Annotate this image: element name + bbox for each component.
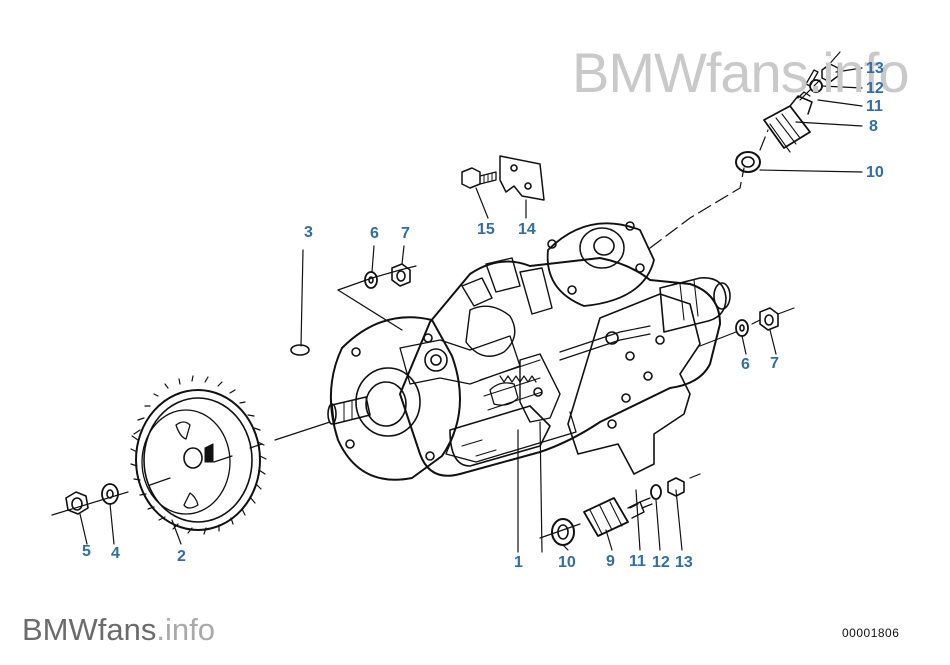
- callout-7-right[interactable]: 7: [770, 355, 779, 372]
- callout-11-lower[interactable]: 11: [629, 553, 646, 570]
- callout-6-left[interactable]: 6: [370, 225, 379, 242]
- shaft-nut: [65, 491, 89, 515]
- callout-11-upper[interactable]: 11: [866, 98, 883, 115]
- watermark-bottom-suffix: .info: [156, 612, 215, 647]
- lower-washer: [551, 518, 575, 546]
- mounting-plate: [499, 155, 545, 201]
- callout-3[interactable]: 3: [304, 224, 313, 241]
- callout-14[interactable]: 14: [518, 221, 536, 238]
- callout-13-upper[interactable]: 13: [866, 60, 884, 77]
- callout-12-upper[interactable]: 12: [866, 80, 884, 97]
- callout-12-lower[interactable]: 12: [652, 554, 670, 571]
- callout-4[interactable]: 4: [111, 545, 120, 562]
- leader-lines: [79, 67, 863, 553]
- bolt: [461, 167, 497, 189]
- callout-8[interactable]: 8: [869, 118, 878, 135]
- callout-2[interactable]: 2: [177, 548, 186, 565]
- lower-valve: [583, 497, 645, 537]
- callout-13-lower[interactable]: 13: [675, 554, 693, 571]
- watermark-top-suffix: .info: [807, 41, 910, 104]
- callout-9[interactable]: 9: [606, 553, 615, 570]
- watermark-bottom: BMWfans.info: [22, 612, 215, 648]
- nut-7-left: [391, 263, 411, 287]
- watermark-top-brand: BMWfans: [572, 41, 809, 104]
- watermark-bottom-brand: BMWfans: [22, 612, 157, 647]
- drive-gear-pulley: [130, 375, 267, 535]
- watermark-top: BMWfans.info: [572, 40, 910, 105]
- injection-pump-body: [327, 221, 731, 481]
- callout-5[interactable]: 5: [82, 543, 91, 560]
- washer-6-right: [735, 319, 749, 337]
- callout-1[interactable]: 1: [514, 554, 523, 571]
- nut-7-right: [759, 307, 779, 331]
- diagram-code: 00001806: [842, 626, 900, 640]
- solenoid-valve: [763, 91, 813, 153]
- callout-10-upper[interactable]: 10: [866, 164, 884, 181]
- callout-7-left[interactable]: 7: [401, 225, 410, 242]
- woodruff-key: [290, 344, 310, 356]
- callout-6-right[interactable]: 6: [741, 356, 750, 373]
- callout-15[interactable]: 15: [477, 221, 495, 238]
- callout-10-lower[interactable]: 10: [558, 554, 576, 571]
- upper-washer: [735, 151, 761, 173]
- shaft-washer: [101, 483, 119, 505]
- lower-small-parts: [639, 477, 685, 509]
